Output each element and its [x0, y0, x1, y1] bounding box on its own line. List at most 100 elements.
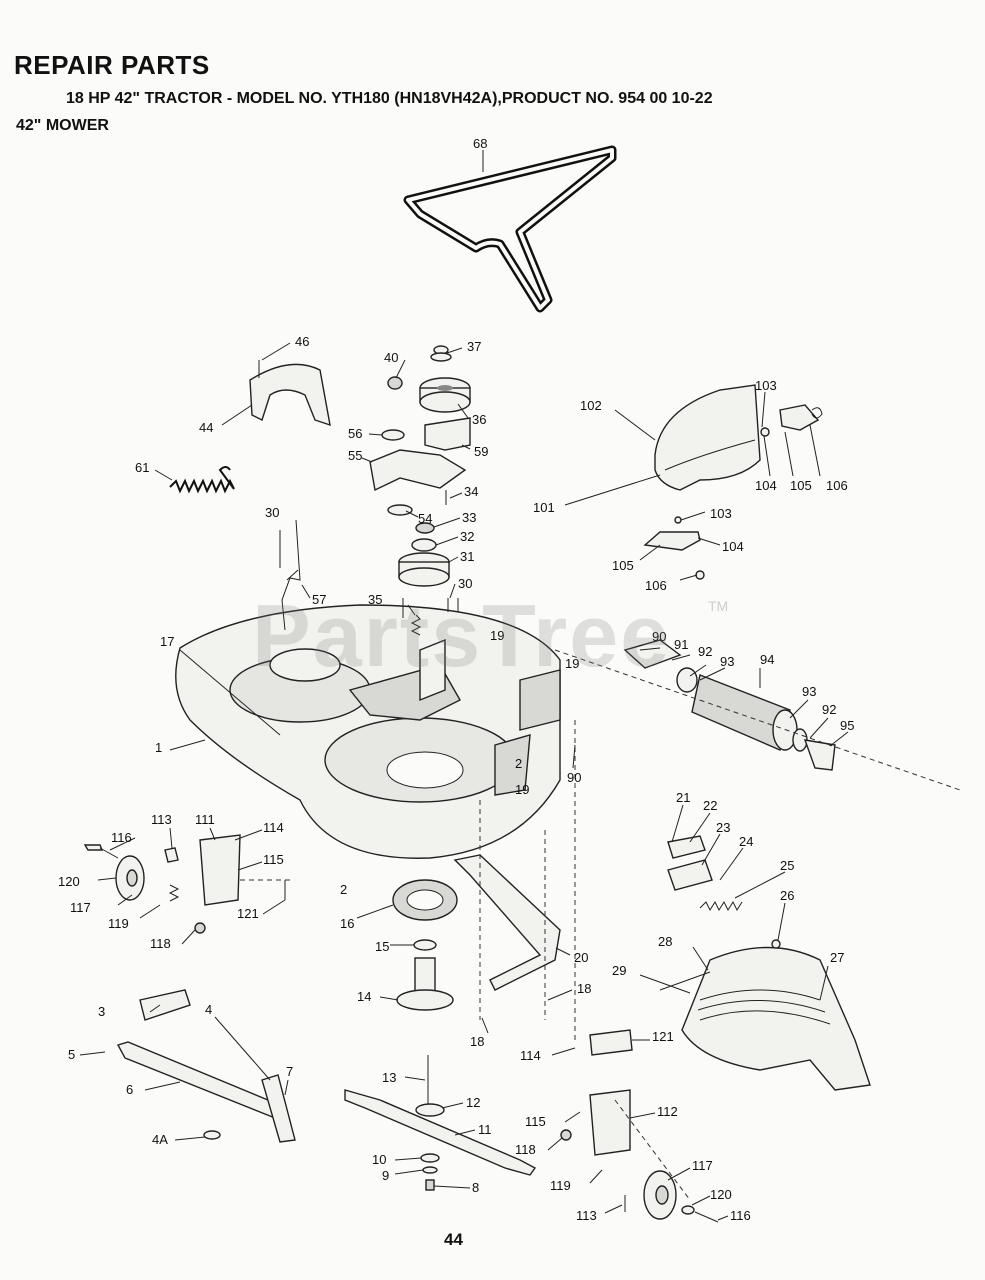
callout-label: 114: [520, 1048, 541, 1063]
callout-label: 33: [462, 510, 476, 525]
callout-label: 27: [830, 950, 844, 965]
callout-label: 22: [703, 798, 717, 813]
callout-label: 118: [150, 936, 171, 951]
callout-label: 106: [826, 478, 848, 493]
callout-label: 120: [710, 1187, 732, 1202]
callout-label: 105: [612, 558, 634, 573]
callout-label: 101: [533, 500, 555, 515]
part-blade-hardware: [420, 1153, 440, 1191]
callout-label: 121: [237, 906, 259, 921]
callout-label: 21: [676, 790, 690, 805]
callout-label: 46: [295, 334, 309, 349]
callout-label: 61: [135, 460, 149, 475]
part-mower-blade: [344, 1089, 537, 1176]
callout-label: 25: [780, 858, 794, 873]
model-subtitle: 18 HP 42" TRACTOR - MODEL NO. YTH180 (HN…: [66, 90, 713, 107]
part-gauge-wheel-right: [560, 1029, 719, 1223]
page-number: 44: [444, 1230, 463, 1249]
callout-label: 40: [384, 350, 398, 365]
part-lift-rod: [281, 519, 301, 631]
callout-label: 28: [658, 934, 672, 949]
part-front-hanger: [116, 989, 296, 1143]
callout-label: 5: [68, 1047, 75, 1062]
callout-label: 117: [70, 900, 91, 915]
leader-lines: [79, 150, 849, 1221]
callout-label: 68: [473, 136, 487, 151]
part-mower-deck: [175, 604, 561, 859]
callout-label: 2: [515, 756, 522, 771]
part-gauge-wheel-left: [83, 834, 286, 934]
part-spring-bracket: [667, 835, 743, 912]
callout-label: 90: [567, 770, 581, 785]
callout-label: 113: [576, 1208, 597, 1223]
callout-label: 104: [755, 478, 777, 493]
callout-label: 31: [460, 549, 474, 564]
callout-label: 119: [108, 916, 129, 931]
callout-label: 44: [199, 420, 213, 435]
part-blade-spindle: [392, 879, 458, 1117]
part-belt: [403, 145, 617, 313]
callout-label: 6: [126, 1082, 133, 1097]
callout-label: 57: [312, 592, 326, 607]
callout-label: 115: [263, 852, 284, 867]
callout-label: 92: [822, 702, 836, 717]
page-title: REPAIR PARTS: [14, 50, 210, 80]
callout-label: 13: [382, 1070, 396, 1085]
part-bolts: [279, 530, 459, 636]
callout-label: 121: [652, 1029, 674, 1044]
callout-label: 11: [478, 1122, 492, 1137]
callout-label: 18: [577, 981, 591, 996]
callout-label: 116: [111, 830, 132, 845]
callout-label: 102: [580, 398, 602, 413]
callout-label: 112: [657, 1104, 678, 1119]
watermark-trademark: TM: [708, 598, 729, 614]
callout-label: 20: [574, 950, 588, 965]
callout-label: 7: [286, 1064, 293, 1079]
part-belt-shield: [249, 360, 331, 427]
callout-label: 29: [612, 963, 626, 978]
callout-label: 103: [710, 506, 732, 521]
callout-label: 118: [515, 1142, 536, 1157]
part-anti-scalp-roller: [554, 639, 961, 791]
callout-label: 3: [98, 1004, 105, 1019]
callout-label: 103: [755, 378, 777, 393]
assembly-lines: [240, 720, 691, 1201]
callout-label: 16: [340, 916, 354, 931]
section-heading: 42" MOWER: [16, 117, 109, 134]
callout-labels: 68 46 40 37 44 36 56 59 61 55 34 33 54 3…: [58, 136, 854, 1223]
callout-label: 56: [348, 426, 362, 441]
part-belt-cover: [659, 939, 871, 1091]
callout-label: 113: [151, 812, 172, 827]
callout-label: 15: [375, 939, 389, 954]
callout-label: 111: [195, 812, 215, 827]
part-drive-pulley: [398, 522, 450, 587]
callout-label: 115: [525, 1114, 546, 1129]
callout-label: 91: [674, 637, 688, 652]
callout-label: 2: [340, 882, 347, 897]
callout-label: 14: [357, 989, 371, 1004]
callout-label: 120: [58, 874, 80, 889]
callout-label: 54: [418, 511, 432, 526]
callout-label: 1: [155, 740, 162, 755]
callout-label: 24: [739, 834, 753, 849]
part-idler-pulley: [387, 345, 471, 413]
watermark: PartsTree: [252, 586, 672, 685]
callout-label: 4: [205, 1002, 212, 1017]
callout-label: 26: [780, 888, 794, 903]
callout-label: 35: [368, 592, 382, 607]
part-idler-bracket: [369, 417, 471, 516]
callout-label: 12: [466, 1095, 480, 1110]
callout-label: 30: [458, 576, 472, 591]
part-pivot-arm: [453, 854, 561, 991]
callout-label: 105: [790, 478, 812, 493]
callout-label: 114: [263, 820, 284, 835]
part-grass-deflector: [654, 384, 823, 491]
callout-label: 8: [472, 1180, 479, 1195]
callout-label: 92: [698, 644, 712, 659]
callout-label: 117: [692, 1158, 713, 1173]
callout-label: 93: [802, 684, 816, 699]
callout-label: 30: [265, 505, 279, 520]
callout-label: 119: [550, 1178, 571, 1193]
callout-label: 59: [474, 444, 488, 459]
